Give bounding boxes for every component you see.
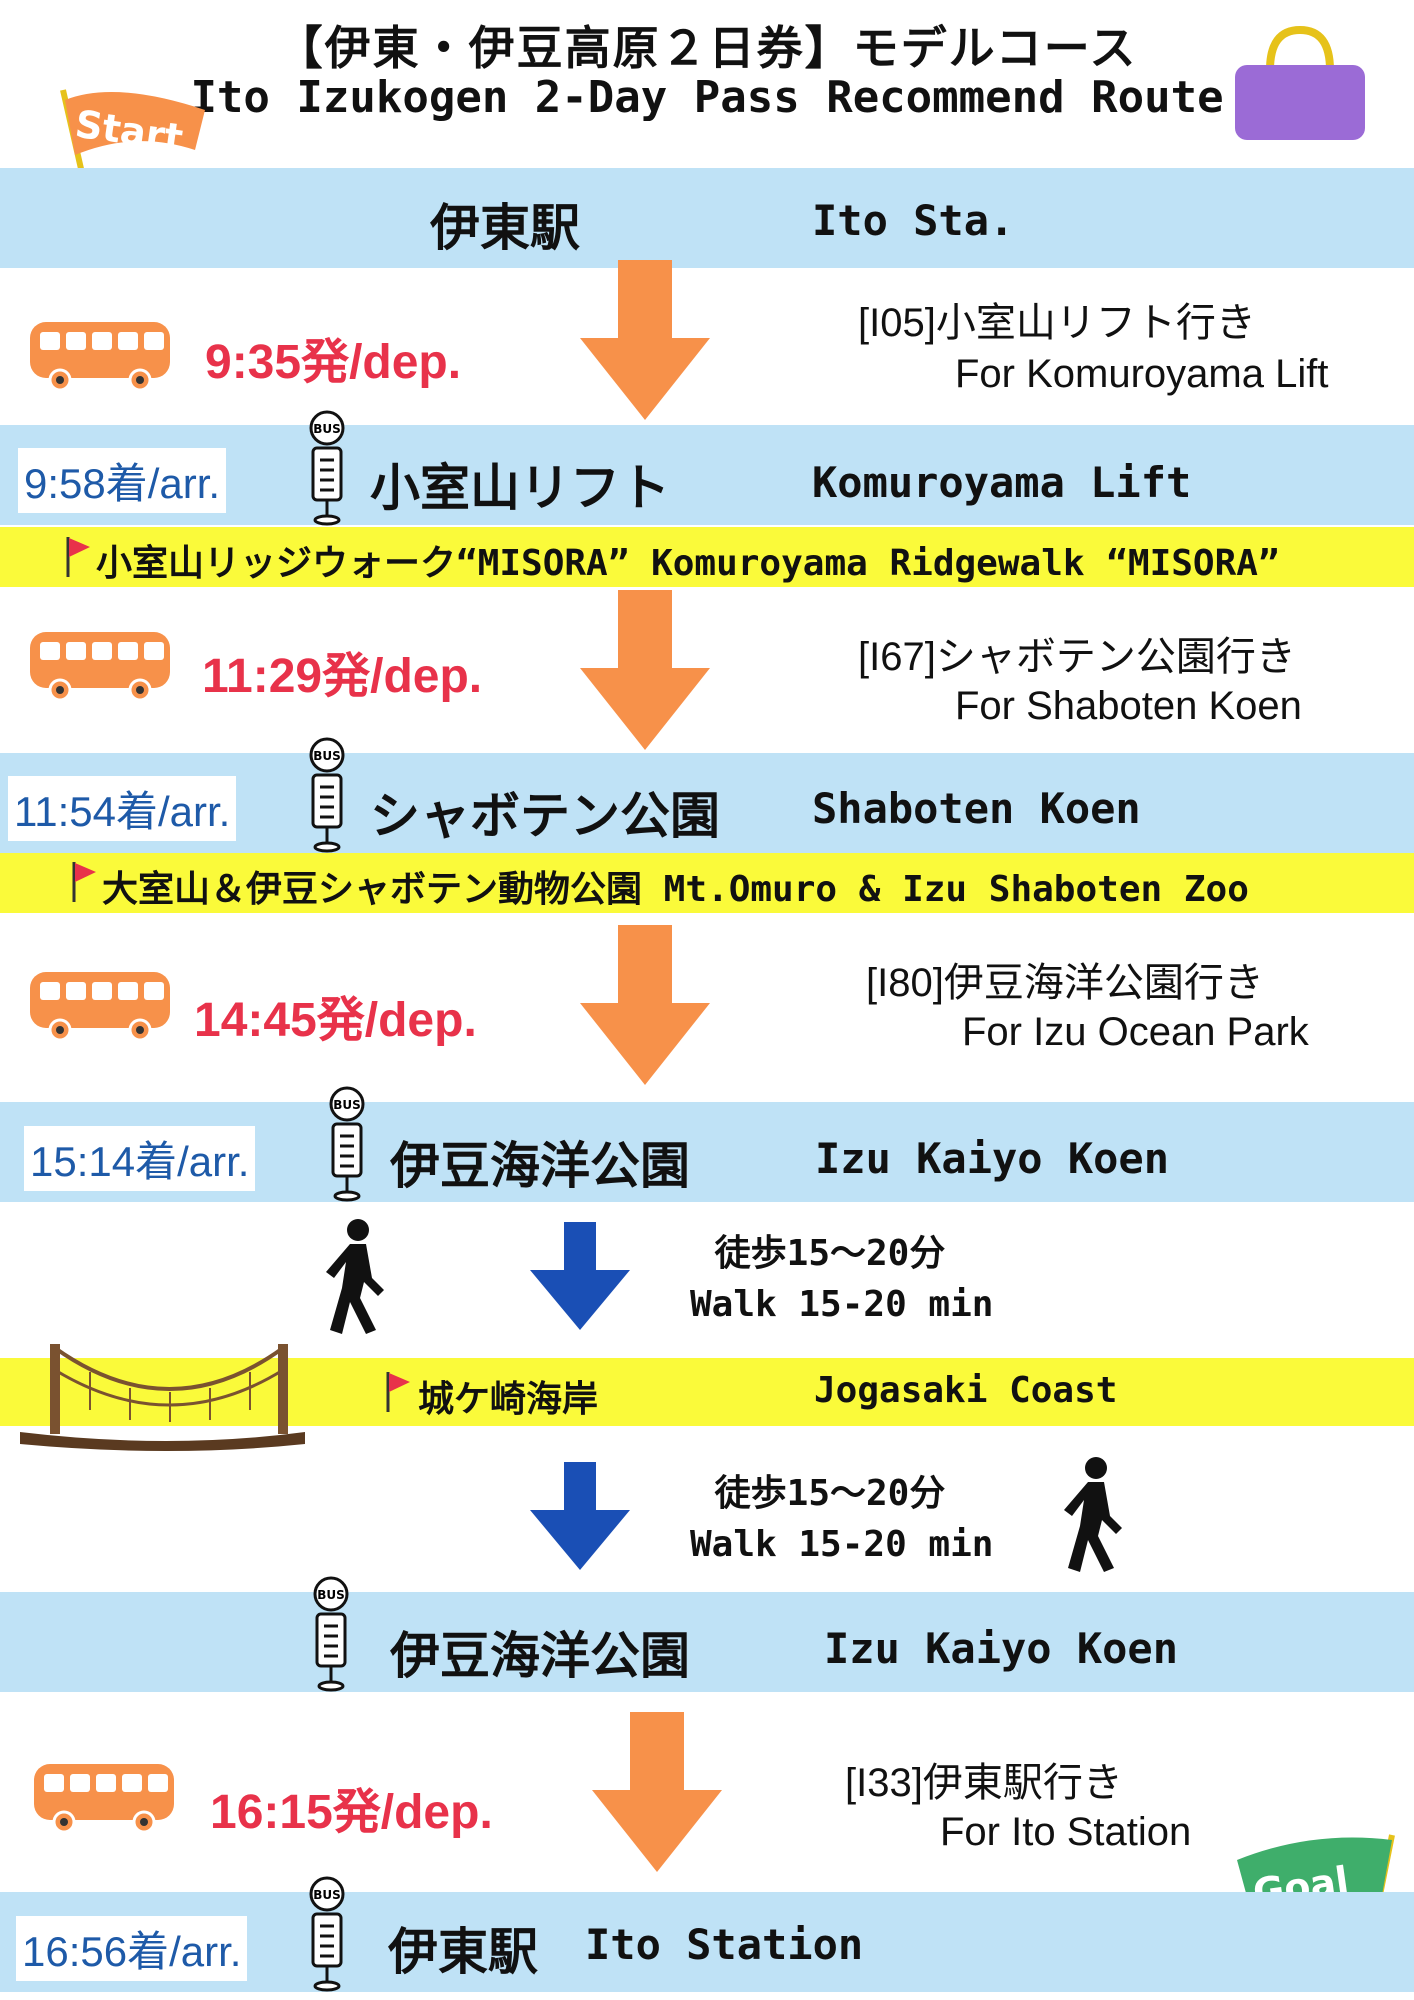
spot-name: 大室山＆伊豆シャボテン動物公園 Mt.Omuro & Izu Shaboten … xyxy=(102,869,1249,910)
stop-band-komuroyama xyxy=(0,425,1414,525)
red-flag-icon xyxy=(66,537,90,577)
walk-duration-jp: 徒歩15～20分 xyxy=(714,1233,946,1274)
stop-name-jp: 伊東駅 xyxy=(430,198,580,257)
stop-band-izu-kaiyo-return xyxy=(0,1592,1414,1692)
departure-time: 11:29発/dep. xyxy=(202,650,483,703)
stop-name-en: Ito Sta. xyxy=(812,196,1015,245)
page-title-jp: 【伊東・伊豆高原２日券】モデルコース xyxy=(276,21,1138,75)
stop-name-jp: 伊豆海洋公園 xyxy=(390,1626,690,1685)
bus-icon xyxy=(30,972,170,1042)
departure-time: 14:45発/dep. xyxy=(194,994,477,1047)
blue-down-arrow-icon xyxy=(530,1462,630,1570)
route-destination-en: For Komuroyama Lift xyxy=(955,352,1329,396)
walk-duration-en: Walk 15-20 min xyxy=(690,1284,994,1325)
walk-duration-en: Walk 15-20 min xyxy=(690,1524,994,1565)
stop-band-ito-sta xyxy=(0,168,1414,268)
route-destination-en: For Ito Station xyxy=(940,1810,1192,1854)
arrival-time: 15:14着/arr. xyxy=(24,1126,256,1191)
stop-name-en: Ito Station xyxy=(585,1920,864,1969)
bus-stop-sign-text: BUS xyxy=(333,1098,361,1112)
route-number: [I80]伊豆海洋公園行き xyxy=(866,961,1264,1005)
spot-band-misora xyxy=(0,527,1414,587)
arrival-time: 11:54着/arr. xyxy=(8,776,237,841)
route-number: [I67]シャボテン公園行き xyxy=(858,635,1296,679)
bus-stop-icon: BUS xyxy=(309,410,345,526)
stop-name-jp: 伊豆海洋公園 xyxy=(390,1136,690,1195)
spot-name-jp: 城ケ崎海岸 xyxy=(418,1379,599,1420)
stop-name-en: Shaboten Koen xyxy=(812,784,1141,833)
stop-name-jp: 小室山リフト xyxy=(370,458,670,517)
route-number: [I33]伊東駅行き xyxy=(845,1761,1123,1805)
start-flag-icon: Start xyxy=(60,89,205,266)
bus-stop-icon: BUS xyxy=(313,1576,349,1692)
stop-name-en: Izu Kaiyo Koen xyxy=(824,1624,1179,1673)
bus-stop-sign-text: BUS xyxy=(313,422,341,436)
spot-name: 小室山リッジウォーク“MISORA” Komuroyama Ridgewalk … xyxy=(96,543,1280,584)
bus-stop-icon: BUS xyxy=(329,1086,365,1202)
suspension-bridge-icon xyxy=(20,1344,305,1451)
walking-person-icon xyxy=(326,1219,384,1334)
departure-time: 16:15発/dep. xyxy=(210,1786,493,1839)
spot-band-omuro xyxy=(0,853,1414,913)
down-arrow-icon xyxy=(592,1712,722,1872)
stop-name-jp: シャボテン公園 xyxy=(370,786,720,845)
route-destination-en: For Shaboten Koen xyxy=(955,684,1302,728)
arrival-time: 16:56着/arr. xyxy=(16,1916,248,1981)
blue-down-arrow-icon xyxy=(530,1222,630,1330)
red-flag-icon xyxy=(386,1372,410,1412)
arrival-time: 9:58着/arr. xyxy=(18,448,227,513)
bus-icon xyxy=(30,632,170,702)
shopping-bag-icon xyxy=(1235,25,1365,140)
bus-stop-sign-text: BUS xyxy=(313,749,341,763)
bus-icon xyxy=(34,1764,174,1834)
down-arrow-icon xyxy=(580,590,710,750)
stop-name-en: Komuroyama Lift xyxy=(812,458,1192,507)
page-title-en: Ito Izukogen 2-Day Pass Recommend Route xyxy=(190,72,1224,123)
stop-name-jp: 伊東駅 xyxy=(388,1922,538,1981)
stop-name-en: Izu Kaiyo Koen xyxy=(815,1134,1170,1183)
bus-stop-icon: BUS xyxy=(309,737,345,853)
bus-stop-icon: BUS xyxy=(309,1876,345,1992)
bus-icon xyxy=(30,322,170,392)
route-destination-en: For Izu Ocean Park xyxy=(962,1010,1309,1054)
bus-stop-sign-text: BUS xyxy=(317,1588,345,1602)
down-arrow-icon xyxy=(580,260,710,420)
bus-stop-sign-text: BUS xyxy=(313,1888,341,1902)
route-number: [I05]小室山リフト行き xyxy=(858,301,1256,345)
walking-person-icon xyxy=(1064,1457,1122,1572)
departure-time: 9:35発/dep. xyxy=(205,336,462,389)
walk-duration-jp: 徒歩15～20分 xyxy=(714,1473,946,1514)
red-flag-icon xyxy=(72,862,96,902)
down-arrow-icon xyxy=(580,925,710,1085)
spot-name-en: Jogasaki Coast xyxy=(814,1370,1118,1411)
